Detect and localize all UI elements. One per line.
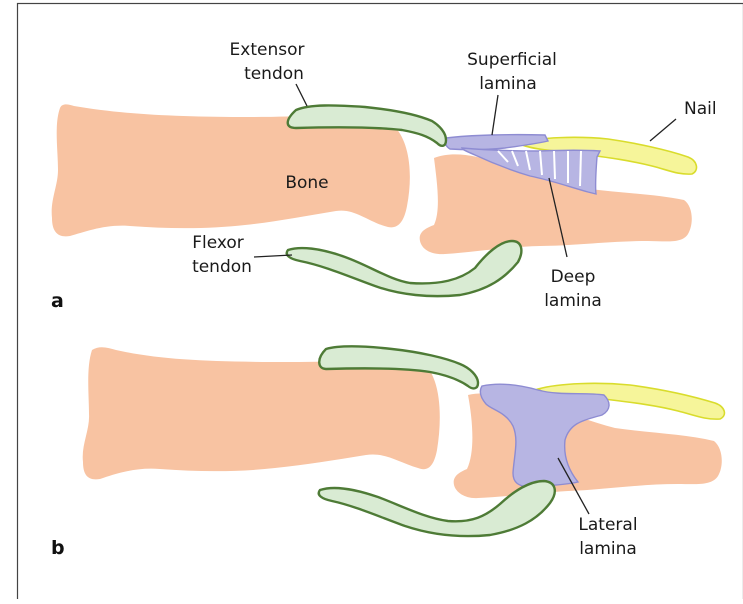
panel-letter-b: b bbox=[51, 537, 65, 559]
label-deep-line1: Deep bbox=[551, 267, 596, 287]
label-superficial-line1: Superficial bbox=[467, 50, 557, 70]
label-lateral-line1: Lateral bbox=[578, 515, 637, 535]
leader-flexor bbox=[254, 255, 292, 257]
label-bone: Bone bbox=[285, 173, 328, 193]
leader-nail bbox=[650, 119, 676, 141]
leader-superficial bbox=[492, 95, 498, 135]
label-nail: Nail bbox=[684, 99, 717, 119]
label-lateral-line2: lamina bbox=[579, 539, 637, 559]
label-superficial-line2: lamina bbox=[479, 74, 537, 94]
label-flexor-line2: tendon bbox=[192, 257, 252, 277]
label-flexor-line1: Flexor bbox=[192, 233, 244, 253]
flexor-tendon-b bbox=[319, 481, 555, 536]
panel-letter-a: a bbox=[51, 290, 64, 312]
label-extensor-line1: Extensor bbox=[230, 40, 305, 60]
label-deep-line2: lamina bbox=[544, 291, 602, 311]
label-extensor-line2: tendon bbox=[244, 64, 304, 84]
panel-b: Lateral lamina b bbox=[51, 346, 724, 559]
panel-a: Extensor tendon Superficial lamina Nail … bbox=[51, 40, 717, 312]
leader-extensor bbox=[296, 84, 307, 106]
